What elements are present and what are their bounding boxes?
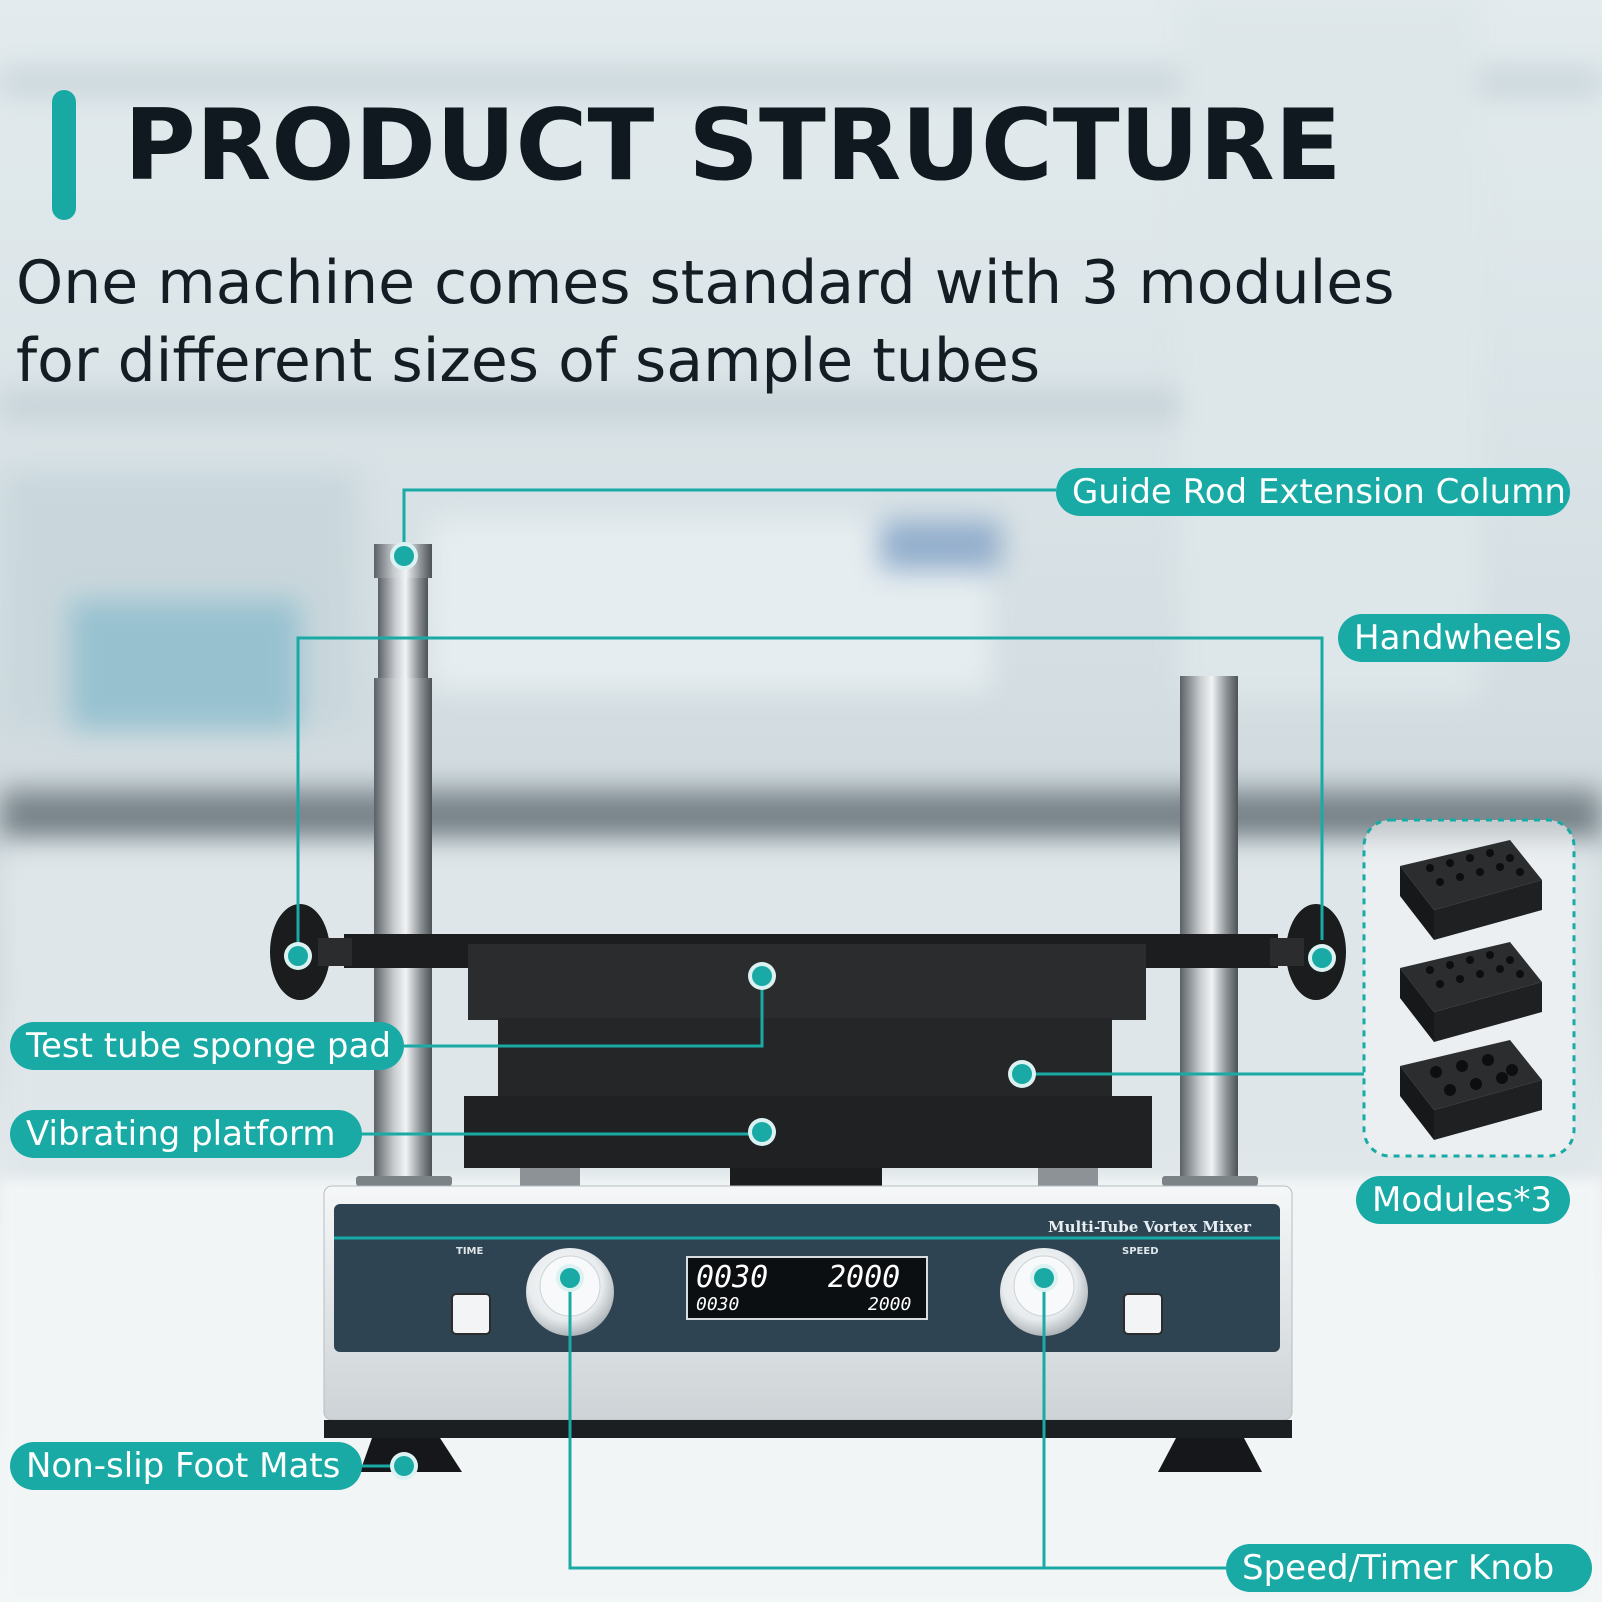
switch-right: [1123, 1293, 1163, 1335]
display-time-set: 0030: [696, 1294, 740, 1315]
callout-sponge-pad: Test tube sponge pad: [10, 1022, 404, 1070]
page-title: PRODUCT STRUCTURE: [124, 89, 1342, 203]
dot-handwheel-right: [1308, 944, 1336, 972]
dot-knob-right: [1030, 1264, 1058, 1292]
display-time: 0030: [696, 1260, 769, 1295]
display-speed: 2000: [828, 1260, 901, 1295]
background-shelf-mid: [0, 395, 1200, 417]
device-brand-label: Multi-Tube Vortex Mixer: [1048, 1218, 1252, 1236]
dot-modules: [1008, 1060, 1036, 1088]
guide-rod-left: [356, 544, 452, 1186]
title-accent-bar: [52, 90, 76, 220]
callout-modules: Modules*3: [1356, 1176, 1570, 1224]
sponge-pad-bottom: [498, 1018, 1112, 1098]
callout-guide-rod: Guide Rod Extension Column: [1056, 468, 1570, 516]
dot-guide-rod: [390, 542, 418, 570]
dot-knob-left: [556, 1264, 584, 1292]
dot-foot-mats: [390, 1452, 418, 1480]
time-caption: TIME: [456, 1246, 484, 1257]
background-blue-caps: [880, 520, 1000, 570]
background-cabinet-right: [1180, 0, 1480, 700]
callout-speed-timer-knob: Speed/Timer Knob: [1226, 1544, 1592, 1592]
digital-display: 0030 2000 0030 2000: [686, 1256, 928, 1320]
module-block-3: [1400, 1040, 1542, 1140]
guide-rod-right: [1162, 676, 1258, 1186]
page-subtitle: One machine comes standard with 3 module…: [16, 248, 1395, 396]
sponge-pad-top: [468, 944, 1146, 1020]
dot-sponge-pad: [748, 962, 776, 990]
vibrating-platform-plate: [464, 1096, 1152, 1168]
foot-right: [1158, 1438, 1262, 1472]
callout-foot-mats: Non-slip Foot Mats: [10, 1442, 362, 1490]
callout-vibrating-platform: Vibrating platform: [10, 1110, 362, 1158]
speed-caption: SPEED: [1122, 1246, 1159, 1257]
callout-handwheels: Handwheels: [1338, 614, 1570, 662]
dot-vibrating-platform: [748, 1118, 776, 1146]
leader-lines: [296, 488, 1364, 1570]
background-counter-edge: [0, 790, 1602, 840]
switch-left: [451, 1293, 491, 1335]
background-tubes-blue: [70, 600, 300, 730]
dot-handwheel-left: [284, 942, 312, 970]
display-speed-set: 2000: [868, 1294, 912, 1315]
